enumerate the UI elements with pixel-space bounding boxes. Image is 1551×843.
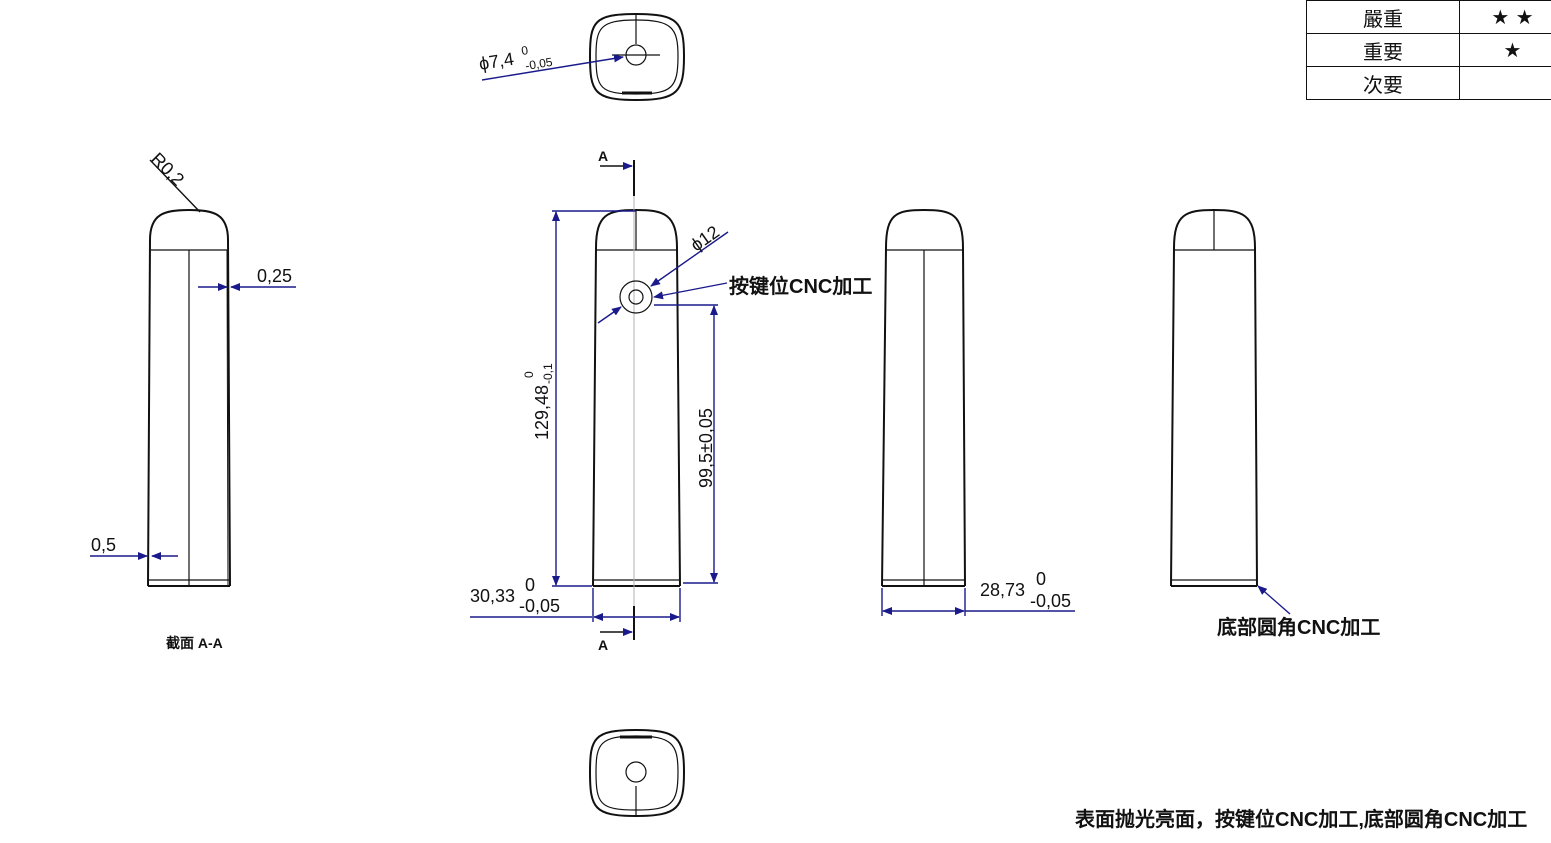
- section-mark-bottom: A: [598, 637, 608, 653]
- section-mark-top: A: [598, 148, 608, 164]
- legend-label: 次要: [1306, 66, 1460, 100]
- button-dia-dimension: ϕ12: [597, 222, 729, 324]
- length-lower: -0,1: [541, 363, 555, 384]
- wall-top-label: 0,25: [257, 266, 292, 286]
- top-hole-dimension: ϕ7,4 0 -0,05: [477, 43, 624, 81]
- legend-stars: [1459, 66, 1551, 100]
- length-dimension: 129,48 0 -0,1: [522, 210, 636, 587]
- legend-row: 嚴重 ★ ★: [1306, 0, 1551, 34]
- section-caption: 截面 A-A: [166, 635, 223, 651]
- legend-label: 嚴重: [1306, 0, 1460, 34]
- front-view: [592, 160, 681, 640]
- side-width-base: 28,73: [980, 580, 1025, 600]
- side-width-lower: -0,05: [1030, 591, 1071, 611]
- length-base: 129,48: [532, 385, 552, 440]
- button-position-label: 99,5±0,05: [696, 408, 716, 488]
- section-marker-top: A: [598, 148, 635, 196]
- side-view: [881, 208, 966, 587]
- side-width-upper: 0: [1036, 569, 1046, 589]
- legend-row: 次要: [1306, 66, 1551, 100]
- legend-stars: ★: [1459, 33, 1551, 67]
- button-cnc-callout: 按键位CNC加工: [653, 274, 872, 300]
- button-dia-label: ϕ12: [687, 222, 723, 256]
- surface-note: 表面抛光亮面，按键位CNC加工,底部圆角CNC加工: [1075, 807, 1527, 831]
- bottom-cnc-callout: 底部圆角CNC加工: [1217, 585, 1380, 639]
- severity-legend-table: 嚴重 ★ ★ 重要 ★ 次要: [1306, 0, 1551, 100]
- bottom-end-view: [588, 728, 686, 818]
- button-cnc-label: 按键位CNC加工: [729, 274, 872, 298]
- front-width-lower: -0,05: [519, 596, 560, 616]
- legend-label: 重要: [1306, 33, 1460, 67]
- back-view: [1170, 208, 1258, 587]
- front-width-base: 30,33: [470, 586, 515, 606]
- wall-top-dimension: 0,25: [198, 266, 296, 291]
- length-upper: 0: [522, 371, 536, 378]
- legend-stars: ★ ★: [1459, 0, 1551, 34]
- button-position-dimension: 99,5±0,05: [654, 304, 718, 584]
- top-hole-dim-upper: 0: [520, 43, 529, 58]
- wall-bottom-label: 0,5: [91, 535, 116, 555]
- wall-bottom-dimension: 0,5: [90, 535, 178, 560]
- side-width-dimension: 28,73 0 -0,05: [881, 569, 1075, 616]
- radius-dimension: R0,2: [147, 149, 201, 213]
- front-width-upper: 0: [525, 575, 535, 595]
- front-width-dimension: 30,33 0 -0,05: [470, 575, 681, 622]
- legend-row: 重要 ★: [1306, 33, 1551, 67]
- top-end-view: [588, 12, 686, 102]
- section-view: [147, 208, 231, 587]
- top-hole-dim-base: ϕ7,4: [477, 49, 515, 74]
- top-hole-dim-lower: -0,05: [524, 55, 554, 73]
- bottom-cnc-label: 底部圆角CNC加工: [1217, 615, 1380, 639]
- radius-label: R0,2: [147, 149, 188, 190]
- section-marker-bottom: A: [598, 606, 635, 653]
